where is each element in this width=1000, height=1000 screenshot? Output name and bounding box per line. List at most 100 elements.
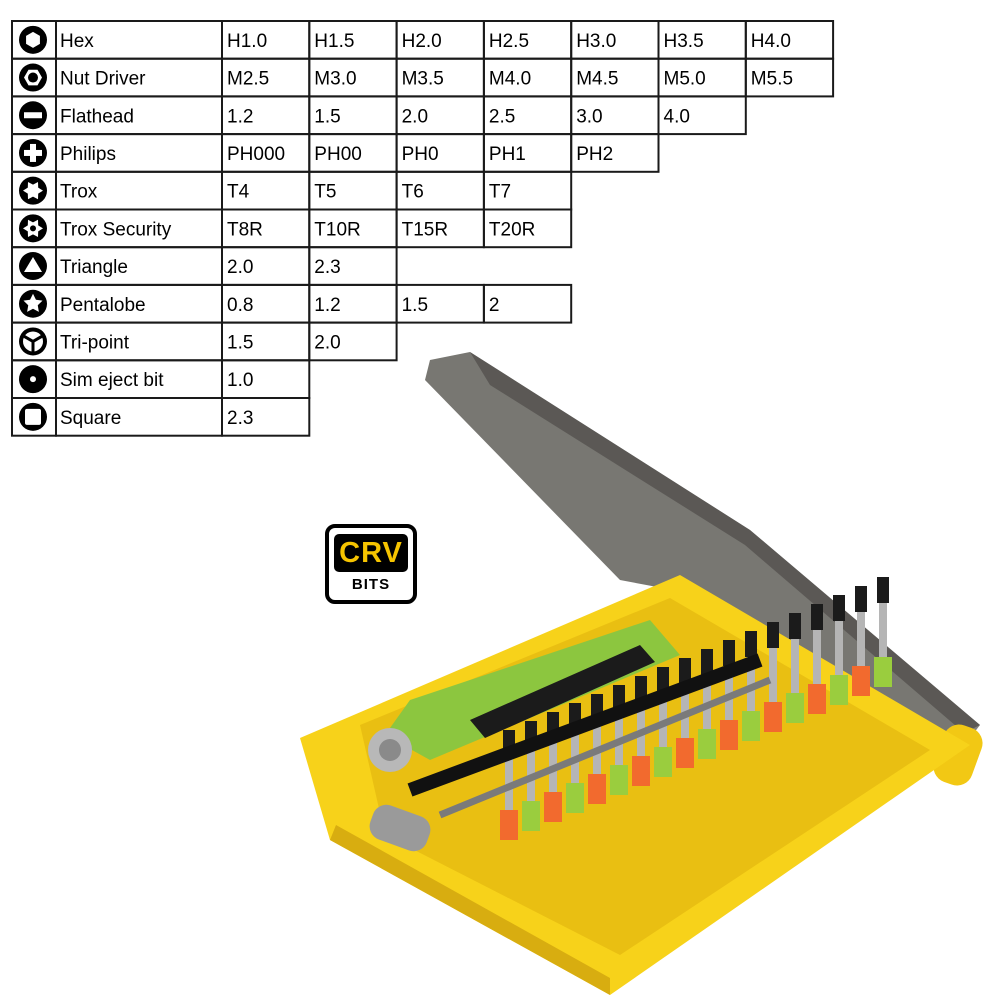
- bit-holder: [874, 657, 892, 687]
- bit-type-name: Flathead: [60, 106, 134, 127]
- bit-size: 2.0: [227, 257, 253, 278]
- bit-size: 2.0: [314, 332, 340, 353]
- bit-size: H2.5: [489, 31, 529, 52]
- screwdriver-handle: [368, 620, 680, 772]
- bit-type-name: Philips: [60, 144, 116, 165]
- bit: [615, 710, 623, 765]
- crv-bits-badge: CRV BITS: [325, 524, 417, 604]
- extension-rod-2: [438, 676, 772, 819]
- bit-size: 1.5: [227, 332, 253, 353]
- bit: [593, 719, 601, 774]
- bit-holder: [720, 720, 738, 750]
- bit-size: 2.5: [489, 106, 515, 127]
- bit-size: 1.2: [314, 295, 340, 316]
- sim-eject-icon: [19, 365, 47, 394]
- bit-type-name: Hex: [60, 31, 94, 52]
- bit-type-name: Sim eject bit: [60, 370, 164, 391]
- flathead-icon: [19, 101, 47, 130]
- bit-cap: [855, 586, 867, 612]
- bit-size: 1.5: [402, 295, 428, 316]
- extension-rod: [407, 653, 763, 797]
- bit-size: M4.0: [489, 69, 531, 90]
- bit-size: H2.0: [402, 31, 442, 52]
- bit-cap: [723, 640, 735, 666]
- bit-size: T20R: [489, 219, 535, 240]
- table-row: Hex H1.0 H1.5 H2.0 H2.5 H3.0 H3.5 H4.0: [11, 20, 835, 60]
- philips-icon: [19, 138, 47, 167]
- bit-size: 1.2: [227, 106, 253, 127]
- bit: [769, 647, 777, 702]
- bit-type-name: Square: [60, 408, 121, 429]
- table-row: Sim eject bit 1.0: [11, 359, 311, 399]
- bit-cap: [767, 622, 779, 648]
- case-tray-front: [330, 825, 610, 995]
- bit-holder: [698, 729, 716, 759]
- nut-driver-icon: [19, 63, 47, 92]
- badge-crv-text: CRV: [334, 534, 408, 572]
- bit-size: PH0: [402, 144, 439, 165]
- bit-size: T6: [402, 182, 424, 203]
- bit: [747, 656, 755, 711]
- bit-size: M3.5: [402, 69, 444, 90]
- bit-cap: [635, 676, 647, 702]
- bit-size: H1.5: [314, 31, 354, 52]
- table-row: Square 2.3: [11, 397, 311, 437]
- bit-size: 2.3: [227, 408, 253, 429]
- bit-size: 1.0: [227, 370, 253, 391]
- bit-holder: [852, 666, 870, 696]
- bit-holder: [654, 747, 672, 777]
- hex-icon: [19, 25, 47, 54]
- bit-holder: [588, 774, 606, 804]
- bit-size: PH1: [489, 144, 526, 165]
- case-latch: [369, 804, 431, 852]
- bit-size: H3.5: [664, 31, 704, 52]
- bit-size: H1.0: [227, 31, 267, 52]
- triangle-icon: [19, 252, 47, 281]
- bit-size: T5: [314, 182, 336, 203]
- bit-size: M4.5: [576, 69, 618, 90]
- bit-holder: [500, 810, 518, 840]
- bit-size: T15R: [402, 219, 448, 240]
- bit-holder: [830, 675, 848, 705]
- bit-holder: [522, 801, 540, 831]
- square-icon: [19, 402, 47, 431]
- bit-size: H4.0: [751, 31, 791, 52]
- bit-cap: [679, 658, 691, 684]
- bit: [835, 620, 843, 675]
- bit-type-name: Triangle: [60, 257, 128, 278]
- bit-size: 2.0: [402, 106, 428, 127]
- bit-type-name: Trox Security: [60, 219, 172, 240]
- bit-size: T7: [489, 182, 511, 203]
- case-lid-inner: [470, 352, 980, 738]
- bit: [549, 737, 557, 792]
- bit-holder: [566, 783, 584, 813]
- bit-size: M5.5: [751, 69, 793, 90]
- bit: [681, 683, 689, 738]
- bit-size: T8R: [227, 219, 263, 240]
- bit-cap: [657, 667, 669, 693]
- bit-holder: [786, 693, 804, 723]
- bit-size: 2: [489, 295, 500, 316]
- bit-size: H3.0: [576, 31, 616, 52]
- bit-size: 0.8: [227, 295, 253, 316]
- trox-security-icon: [19, 214, 47, 243]
- bit: [571, 728, 579, 783]
- bit-holder: [610, 765, 628, 795]
- bit-cap: [701, 649, 713, 675]
- bit-cap: [789, 613, 801, 639]
- bit-size: T4: [227, 182, 250, 203]
- bit-size: PH000: [227, 144, 285, 165]
- bit: [527, 746, 535, 801]
- bit: [505, 755, 513, 810]
- bit-size: PH2: [576, 144, 613, 165]
- bit-cap: [745, 631, 757, 657]
- bit: [791, 638, 799, 693]
- bit-size: M3.0: [314, 69, 356, 90]
- bit: [659, 692, 667, 747]
- bit-size: 3.0: [576, 106, 602, 127]
- screwdriver-kit-photo: [300, 352, 983, 995]
